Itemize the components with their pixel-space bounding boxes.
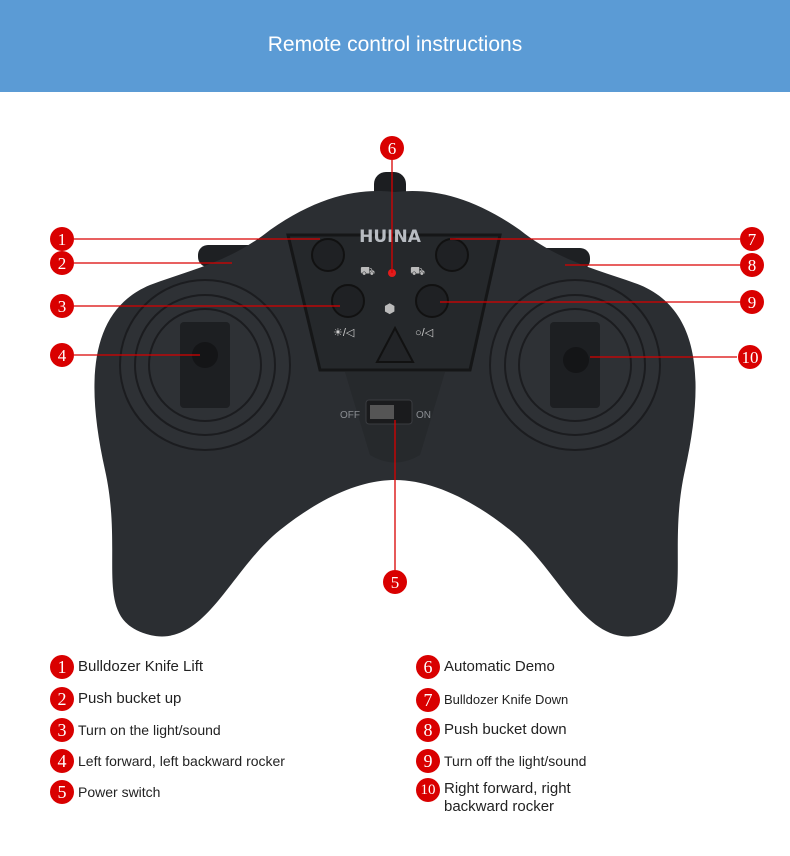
svg-text:4: 4 (58, 346, 67, 365)
callout-4: 4 (50, 343, 74, 367)
svg-text:9: 9 (748, 293, 757, 312)
switch-on-label: ON (416, 410, 431, 421)
bulldozer-down-icon: ⛟ (410, 264, 425, 278)
callout-9: 9 (740, 290, 764, 314)
callout-1: 1 (50, 227, 74, 251)
light-sound-on-icon: ☀/◁ (333, 327, 355, 339)
legend-number: 1 (50, 655, 74, 679)
callout-5: 5 (383, 570, 407, 594)
legend-number: 7 (416, 688, 440, 712)
callout-lines (74, 160, 740, 570)
legend-label: Push bucket down (444, 721, 567, 738)
svg-text:5: 5 (391, 573, 400, 592)
legend-item: 7 Bulldozer Knife Down (416, 688, 568, 712)
switch-off-label: OFF (340, 410, 360, 421)
legend-number: 8 (416, 718, 440, 742)
knife-lift-button (311, 238, 345, 272)
svg-text:6: 6 (388, 139, 397, 158)
legend-number: 2 (50, 687, 74, 711)
legend-label: Automatic Demo (444, 658, 555, 675)
power-switch-slider (370, 405, 394, 419)
legend-number: 9 (416, 749, 440, 773)
legend-label: Power switch (78, 784, 161, 800)
svg-text:2: 2 (58, 254, 67, 273)
left-joystick (119, 279, 291, 451)
svg-text:7: 7 (748, 230, 757, 249)
right-joystick (489, 279, 661, 451)
legend-number: 10 (416, 778, 440, 802)
legend-label: Turn on the light/sound (78, 722, 221, 738)
light-sound-off-button (415, 284, 449, 318)
brand-logo: HUINA (359, 227, 422, 247)
legend-label: Turn off the light/sound (444, 753, 587, 769)
svg-text:8: 8 (748, 256, 757, 275)
triangle-button (375, 325, 415, 363)
callout-6: 6 (380, 136, 404, 160)
callout-2: 2 (50, 251, 74, 275)
bulldozer-up-icon: ⛟ (360, 264, 375, 278)
legend-label: Right forward, right backward rocker (444, 780, 571, 815)
light-sound-off-icon: ○/◁ (415, 327, 434, 339)
legend-label: Push bucket up (78, 690, 182, 707)
svg-text:1: 1 (58, 230, 67, 249)
legend-number: 5 (50, 780, 74, 804)
header-banner: Remote control instructions (0, 0, 790, 92)
legend-number: 6 (416, 655, 440, 679)
legend-label: Bulldozer Knife Lift (78, 658, 204, 675)
legend-label: Bulldozer Knife Down (444, 692, 569, 707)
page-title: Remote control instructions (267, 33, 523, 56)
light-sound-on-button (331, 284, 365, 318)
knife-down-button (435, 238, 469, 272)
callout-3: 3 (50, 294, 74, 318)
demo-icon: ⬢ (384, 301, 395, 316)
legend-number: 3 (50, 718, 74, 742)
legend-label: Left forward, left backward rocker (78, 753, 285, 769)
legend-number: 4 (50, 749, 74, 773)
callout-10: 10 (738, 345, 762, 369)
callout-8: 8 (740, 253, 764, 277)
callout-7: 7 (740, 227, 764, 251)
svg-text:10: 10 (742, 348, 759, 367)
controller-diagram: HUINA ⛟ ⛟ ⬢ ☀/◁ ○/◁ OFF ON (50, 136, 764, 637)
svg-text:3: 3 (58, 297, 67, 316)
